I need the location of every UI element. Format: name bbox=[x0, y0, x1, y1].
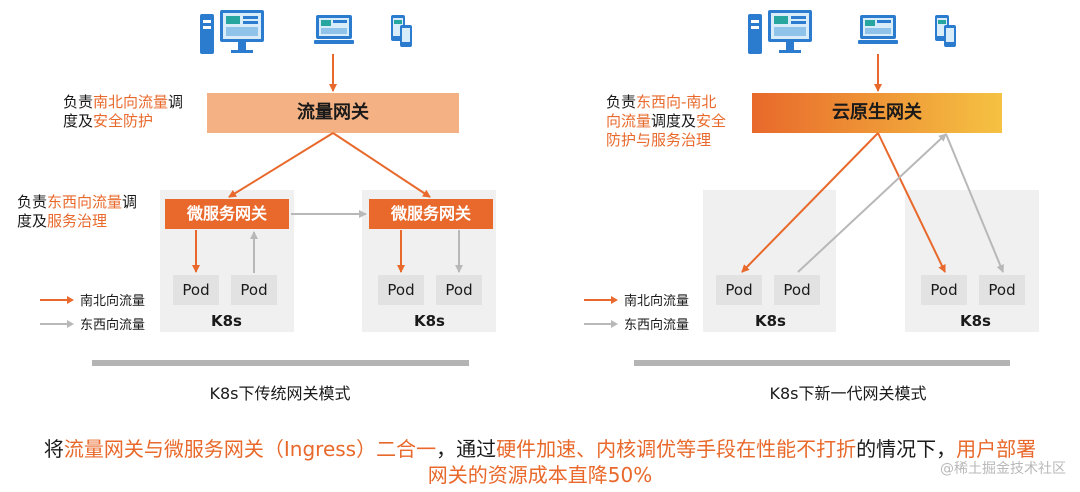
flow-arrows bbox=[192, 54, 1005, 273]
watermark: @稀土掘金技术社区 bbox=[940, 461, 1066, 477]
cloud-native-gateway: 云原生网关 bbox=[752, 93, 1002, 133]
legend-north-south: 南北向流量 bbox=[584, 290, 689, 309]
gateway-to-micro-arrow-2 bbox=[332, 132, 431, 198]
combined-responsibility-text: 负责东西向-南北 向流量调度及安全 防护与服务治理 bbox=[606, 93, 727, 149]
legend-east-west: 东西向流量 bbox=[584, 314, 689, 333]
pod: Pod bbox=[979, 275, 1025, 305]
pod: Pod bbox=[231, 275, 277, 305]
k8s-label: K8s bbox=[960, 312, 991, 330]
pod: Pod bbox=[173, 275, 219, 305]
left-caption: K8s下传统网关模式 bbox=[209, 384, 351, 403]
orange-arrow-icon bbox=[40, 295, 74, 304]
gateway-to-micro-arrow-1 bbox=[228, 132, 334, 198]
pod: Pod bbox=[436, 275, 482, 305]
gateway-to-pod-arrow bbox=[945, 133, 1005, 273]
k8s-label: K8s bbox=[414, 312, 445, 330]
divider bbox=[634, 360, 1010, 366]
microservice-gateway-1: 微服务网关 bbox=[165, 199, 289, 229]
traffic-gateway: 流量网关 bbox=[207, 93, 459, 133]
k8s-cluster-right-1 bbox=[703, 190, 836, 332]
pod-to-gateway-arrow bbox=[797, 133, 947, 273]
microservice-gateway-2: 微服务网关 bbox=[369, 199, 493, 229]
gray-arrow-icon bbox=[584, 319, 618, 328]
east-west-responsibility-text: 负责东西向流量调 度及服务治理 bbox=[17, 193, 138, 230]
pod: Pod bbox=[716, 275, 762, 305]
gray-arrow-icon bbox=[40, 319, 74, 328]
desktop-server-icon bbox=[748, 10, 812, 54]
legend-north-south: 南北向流量 bbox=[40, 290, 145, 309]
pod: Pod bbox=[921, 275, 967, 305]
orange-arrow-icon bbox=[584, 295, 618, 304]
k8s-label: K8s bbox=[211, 312, 242, 330]
summary-text: 将流量网关与微服务网关（Ingress）二合一，通过硬件加速、内核调优等手段在性… bbox=[43, 437, 1037, 487]
pod: Pod bbox=[774, 275, 820, 305]
laptop-icon bbox=[858, 15, 898, 44]
divider bbox=[92, 360, 469, 366]
mobile-devices-icon bbox=[935, 15, 956, 47]
gateway-to-pod-arrow bbox=[877, 132, 946, 273]
gateway-to-pod-arrow bbox=[741, 132, 879, 273]
legend-east-west: 东西向流量 bbox=[40, 314, 145, 333]
laptop-icon bbox=[314, 15, 354, 44]
mobile-devices-icon bbox=[391, 15, 412, 47]
pod: Pod bbox=[378, 275, 424, 305]
north-south-responsibility-text: 负责南北向流量调 度及安全防护 bbox=[63, 93, 184, 130]
k8s-label: K8s bbox=[755, 312, 786, 330]
right-caption: K8s下新一代网关模式 bbox=[769, 384, 927, 403]
desktop-server-icon bbox=[200, 10, 264, 54]
k8s-cluster-right-2 bbox=[905, 190, 1039, 332]
